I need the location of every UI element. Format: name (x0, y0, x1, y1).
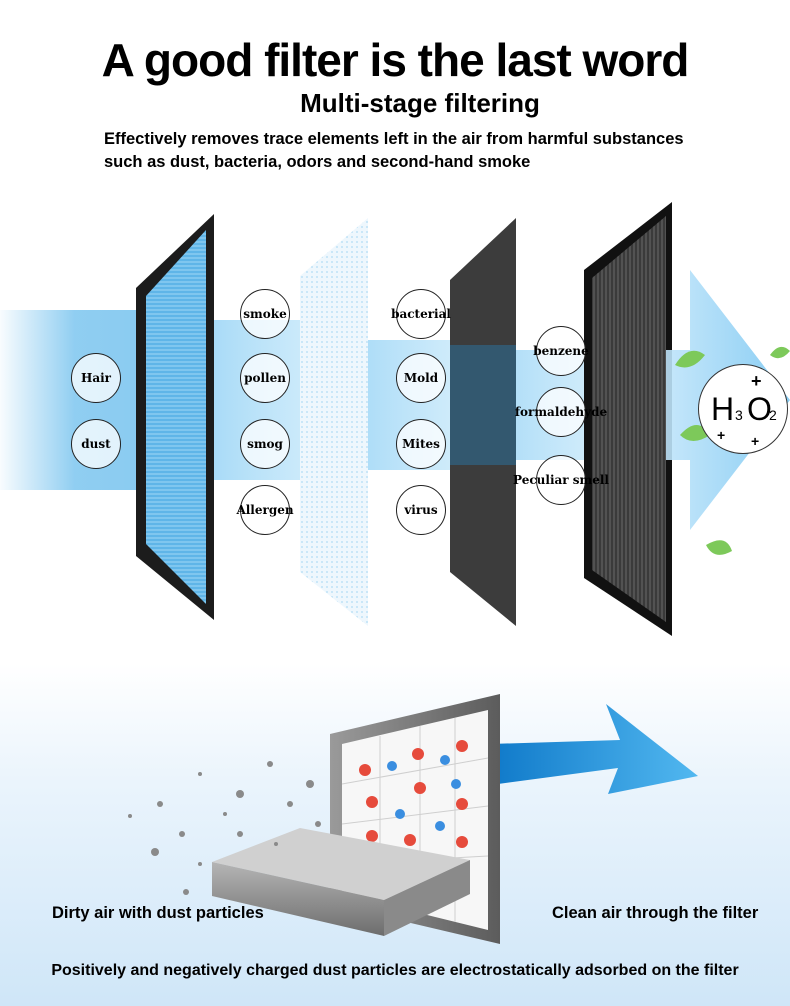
electrostatic-illustration (128, 694, 698, 944)
leaf-icon (675, 350, 705, 368)
foam-filter (300, 218, 368, 626)
plus-icon: + (751, 371, 762, 391)
footer-caption: Positively and negatively charged dust p… (51, 962, 739, 979)
incoming-airflow (0, 310, 150, 490)
plus-icon: + (751, 433, 760, 449)
clean-air-blue-arrow (490, 704, 698, 794)
pollutant-mold: Mold (396, 353, 446, 403)
pollutant-smoke: smoke (240, 289, 290, 339)
leaf-icon (770, 346, 790, 359)
formula-o: O (747, 391, 772, 427)
dust-particles (128, 761, 321, 895)
description-line-2: such as dust, bacteria, odors and second… (104, 153, 531, 171)
pollutant-mites: Mites (396, 419, 446, 469)
dirty-air-caption: Dirty air with dust particles (52, 904, 264, 922)
pollutant-allergen: Allergen (236, 485, 294, 535)
pollutant-virus: virus (396, 485, 446, 535)
description: Effectively removes trace elements left … (104, 128, 744, 174)
page-subtitle: Multi-stage filtering (300, 88, 540, 118)
pollutant-dust: dust (71, 419, 121, 469)
filter-slab-edge (384, 860, 470, 936)
pollutant-bacterial: bacterial (391, 289, 451, 339)
formula-sub-2: 2 (769, 407, 777, 423)
pollutant-benzene: benzene (533, 326, 589, 376)
filter-slab-side (212, 862, 384, 936)
leaf-icon (706, 540, 732, 555)
plus-icon: + (717, 427, 726, 443)
pollutant-pollen: pollen (240, 353, 290, 403)
pollutant-hair: Hair (71, 353, 121, 403)
description-line-1: Effectively removes trace elements left … (104, 130, 684, 148)
pollutant-formaldehyde: formaldehyde (515, 387, 607, 437)
hepa-filter-media (146, 230, 206, 604)
charged-particles (359, 740, 468, 848)
clean-air-caption: Clean air through the filter (552, 904, 759, 922)
h3o2-output-badge: H 3 O 2 + + + (698, 364, 788, 454)
formula-sub-3: 3 (735, 407, 743, 423)
pollutant-peculiar-smell: Peculiar smell (513, 455, 609, 505)
filter-slab-top (212, 828, 470, 900)
page-title: A good filter is the last word (101, 34, 690, 86)
pollutant-smog: smog (240, 419, 290, 469)
carbon-filter-media (592, 216, 666, 622)
airflow-through-dark-filter (450, 345, 516, 465)
formula-h: H (711, 391, 735, 427)
filter-stages-illustration (0, 202, 790, 636)
